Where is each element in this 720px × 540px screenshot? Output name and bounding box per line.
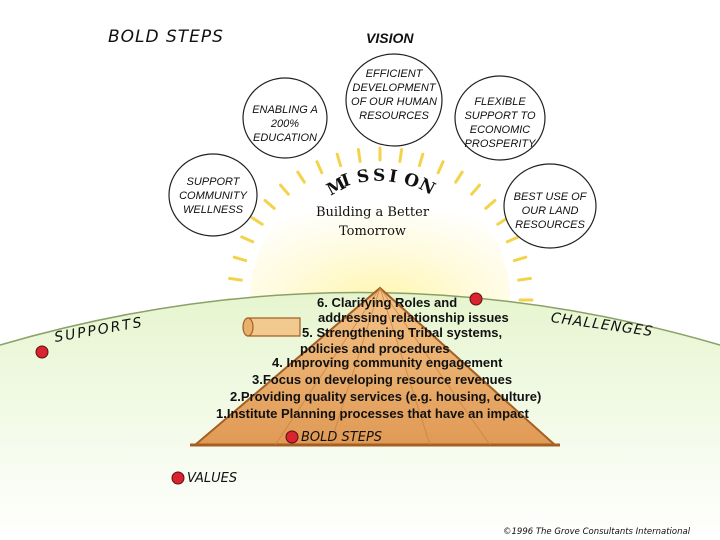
sun-ray	[517, 276, 532, 282]
sun-ray	[470, 183, 481, 196]
sun-ray	[296, 170, 306, 184]
step-1: 1.Institute Planning processes that have…	[216, 406, 529, 421]
vision-heading: VISION	[366, 30, 414, 46]
vision-circle-education	[242, 77, 328, 159]
vision-label-economic: FLEXIBLE SUPPORT TO ECONOMIC PROSPERITY	[464, 96, 536, 150]
vision-label-education: ENABLING A 200% EDUCATION	[252, 104, 318, 144]
sun-ray	[417, 152, 425, 168]
sun-ray	[279, 183, 290, 196]
bold-steps-label: BOLD STEPS	[301, 430, 383, 445]
step-4: 4. Improving community engagement	[272, 355, 503, 370]
sun-ray	[250, 216, 264, 226]
sun-glow	[250, 170, 510, 300]
dot-values	[171, 471, 185, 485]
step-5-line2: policies and procedures	[300, 341, 450, 356]
step-6-line1: 6. Clarifying Roles and	[317, 295, 458, 310]
vision-circle-land	[503, 163, 597, 249]
sun-rays	[226, 146, 534, 302]
sun-ray	[240, 235, 255, 244]
red-dots	[35, 292, 483, 485]
sun-ray	[263, 199, 276, 210]
sun-ray	[505, 235, 520, 244]
vision-label-human-resources: EFFICIENT DEVELOPMENT OF OUR HUMAN RESOU…	[351, 68, 437, 122]
scroll-left	[247, 317, 301, 337]
ground-horizon-line	[0, 291, 720, 346]
step-6-line2: addressing relationship issues	[318, 310, 509, 325]
scroll-left-roll	[242, 317, 254, 337]
sun-ray	[315, 160, 324, 175]
mission-statement-line1: Building a Better	[316, 205, 430, 220]
sun-ray	[436, 160, 445, 175]
values-label: VALUES	[187, 471, 238, 486]
vision-circle-human-resources	[345, 53, 443, 147]
step-2: 2.Providing quality services (e.g. housi…	[230, 389, 542, 404]
vision-circles	[168, 53, 597, 249]
sun-ray	[356, 148, 362, 163]
mission-statement-line2: Tomorrow	[339, 224, 407, 239]
step-3: 3.Focus on developing resource revenues	[252, 372, 513, 387]
vision-circle-wellness	[168, 153, 258, 237]
sun-ray	[454, 170, 464, 184]
sun-ray	[484, 199, 497, 210]
vision-label-land: BEST USE OF OUR LAND RESOURCES	[513, 191, 587, 231]
vision-label-wellness: SUPPORT COMMUNITY WELLNESS	[179, 176, 247, 216]
sun-ray	[232, 255, 248, 263]
page-title: BOLD STEPS	[108, 27, 224, 47]
sun-ray	[512, 255, 528, 263]
vision-circle-economic	[454, 75, 546, 161]
step-5-line1: 5. Strengthening Tribal systems,	[302, 325, 503, 340]
dot-bold-steps	[285, 430, 299, 444]
mountain-texture	[274, 287, 491, 446]
dot-challenges	[469, 292, 483, 306]
sun-ray	[335, 152, 343, 168]
dot-supports	[35, 345, 49, 359]
copyright: ©1996 The Grove Consultants Internationa…	[503, 527, 691, 537]
sun-ray	[398, 148, 404, 163]
sun-ray	[228, 276, 243, 282]
